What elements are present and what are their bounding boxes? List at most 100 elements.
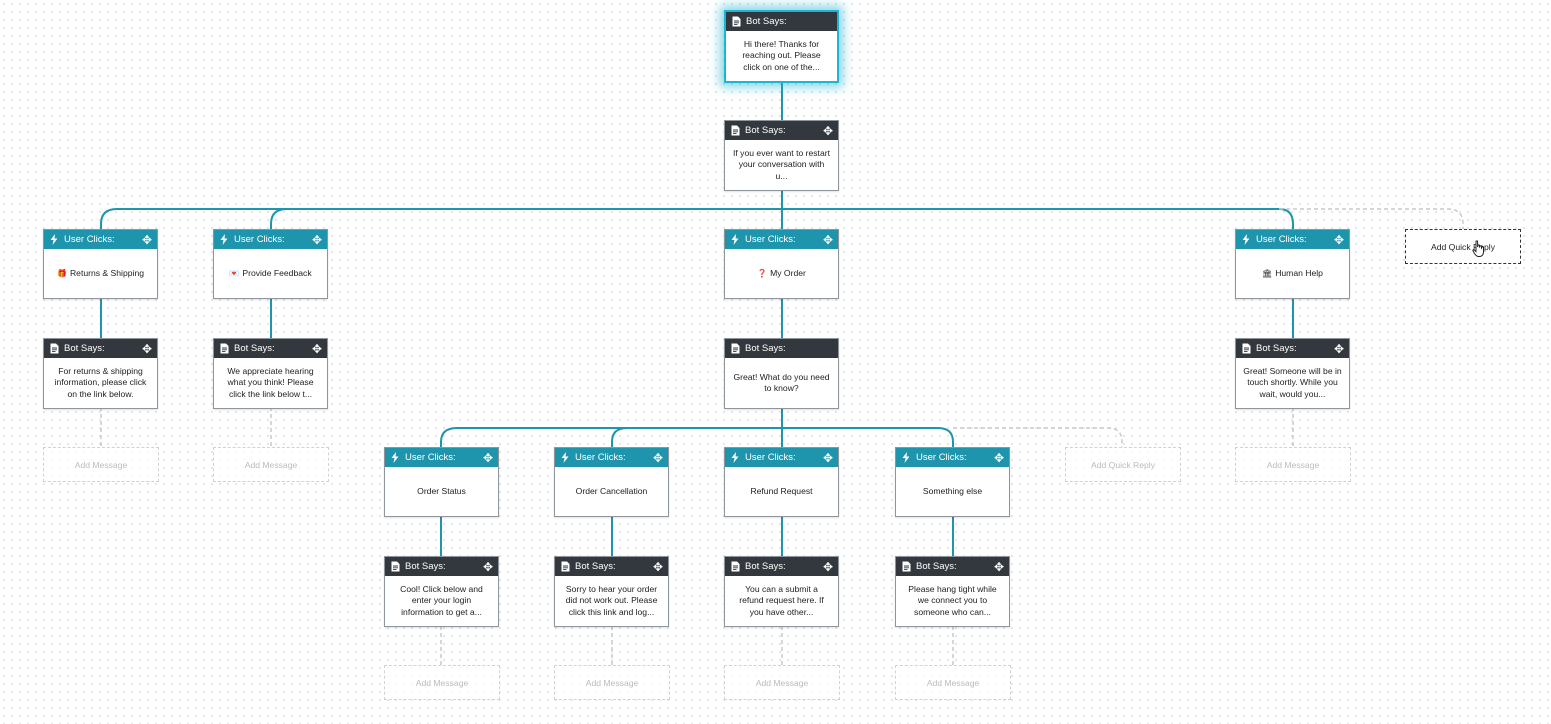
add-message-button[interactable]: Add Message [554, 665, 670, 700]
move-handle-icon[interactable]: ✥ [311, 341, 322, 356]
node-header: User Clicks: ✥ [896, 448, 1009, 467]
document-icon [1241, 343, 1251, 355]
message-text: Sorry to hear your order did not work ou… [565, 583, 658, 617]
node-type-label: User Clicks: [916, 452, 967, 463]
connector-order-branches [440, 407, 954, 447]
quick-reply-order-status[interactable]: User Clicks: ✥ Order Status [384, 447, 499, 517]
quick-reply-label: Order Cancellation [575, 485, 648, 496]
bot-message-restart[interactable]: Bot Says: ✥ If you ever want to restart … [724, 120, 839, 191]
message-text: For returns & shipping information, plea… [54, 365, 147, 399]
node-header: Bot Says: ✥ [44, 339, 157, 358]
bot-message-something-else[interactable]: Bot Says: ✥ Please hang tight while we c… [895, 556, 1010, 627]
bot-message-human-help[interactable]: Bot Says: ✥ Great! Someone will be in to… [1235, 338, 1350, 409]
node-header: Bot Says: ✥ [725, 121, 838, 140]
lightning-icon [49, 234, 59, 246]
bot-message-welcome[interactable]: Bot Says: Hi there! Thanks for reaching … [724, 10, 839, 83]
lightning-icon [560, 452, 570, 464]
move-handle-icon[interactable]: ✥ [1333, 341, 1344, 356]
quick-reply-label: My Order [770, 267, 806, 278]
quick-reply-label: Returns & Shipping [69, 267, 144, 278]
document-icon [730, 561, 740, 573]
document-icon [730, 343, 740, 355]
move-handle-icon[interactable]: ✥ [482, 559, 493, 574]
node-type-label: User Clicks: [1256, 234, 1307, 245]
quick-reply-label: Refund Request [750, 485, 813, 496]
node-type-label: Bot Says: [234, 343, 275, 354]
move-handle-icon[interactable]: ✥ [993, 559, 1004, 574]
bot-message-order-cancellation[interactable]: Bot Says: ✥ Sorry to hear your order did… [554, 556, 669, 627]
lightning-icon [219, 234, 229, 246]
node-type-label: Bot Says: [1256, 343, 1297, 354]
quick-reply-body: 🏛 Human Help [1236, 249, 1349, 298]
quick-reply-label: Human Help [1275, 267, 1323, 278]
bot-message-order-status[interactable]: Bot Says: ✥ Cool! Click below and enter … [384, 556, 499, 627]
add-message-button[interactable]: Add Message [384, 665, 500, 700]
node-header: Bot Says: [726, 12, 837, 31]
node-header: Bot Says: [725, 339, 838, 358]
lightning-icon [730, 452, 740, 464]
quick-reply-something-else[interactable]: User Clicks: ✥ Something else [895, 447, 1010, 517]
quick-reply-returns-shipping[interactable]: User Clicks: ✥ 🎁 Returns & Shipping [43, 229, 158, 299]
node-type-label: Bot Says: [745, 125, 786, 136]
quick-reply-label: Provide Feedback [242, 267, 312, 278]
bot-message-returns[interactable]: Bot Says: ✥ For returns & shipping infor… [43, 338, 158, 409]
document-icon [730, 125, 740, 137]
connector-add-quick-reply-top [1279, 208, 1464, 230]
node-type-label: Bot Says: [575, 561, 616, 572]
question-mark-icon: ❓ [757, 268, 768, 278]
love-letter-icon: 💌 [229, 268, 240, 278]
move-handle-icon[interactable]: ✥ [822, 450, 833, 465]
move-handle-icon[interactable]: ✥ [141, 341, 152, 356]
hand-cursor-icon [1472, 240, 1484, 257]
move-handle-icon[interactable]: ✥ [1333, 232, 1344, 247]
move-handle-icon[interactable]: ✥ [822, 123, 833, 138]
move-handle-icon[interactable]: ✥ [822, 559, 833, 574]
node-type-label: User Clicks: [234, 234, 285, 245]
quick-reply-label: Something else [922, 485, 983, 496]
node-type-label: User Clicks: [64, 234, 115, 245]
node-type-label: Bot Says: [745, 561, 786, 572]
move-handle-icon[interactable]: ✥ [652, 450, 663, 465]
bot-message-refund-request[interactable]: Bot Says: ✥ You can a submit a refund re… [724, 556, 839, 627]
node-type-label: User Clicks: [575, 452, 626, 463]
move-handle-icon[interactable]: ✥ [822, 232, 833, 247]
node-type-label: Bot Says: [64, 343, 105, 354]
lightning-icon [901, 452, 911, 464]
move-handle-icon[interactable]: ✥ [311, 232, 322, 247]
node-type-label: User Clicks: [405, 452, 456, 463]
gift-icon: 🎁 [56, 268, 67, 278]
move-handle-icon[interactable]: ✥ [141, 232, 152, 247]
move-handle-icon[interactable]: ✥ [652, 559, 663, 574]
connector-top-branches [100, 189, 1294, 229]
quick-reply-refund-request[interactable]: User Clicks: ✥ Refund Request [724, 447, 839, 517]
add-quick-reply-button[interactable]: Add Quick Reply [1065, 447, 1181, 482]
quick-reply-human-help[interactable]: User Clicks: ✥ 🏛 Human Help [1235, 229, 1350, 299]
quick-reply-my-order[interactable]: User Clicks: ✥ ❓ My Order [724, 229, 839, 299]
add-message-button[interactable]: Add Message [1235, 447, 1351, 482]
quick-reply-body: ❓ My Order [725, 249, 838, 298]
move-handle-icon[interactable]: ✥ [482, 450, 493, 465]
quick-reply-provide-feedback[interactable]: User Clicks: ✥ 💌 Provide Feedback [213, 229, 328, 299]
node-header: Bot Says: ✥ [896, 557, 1009, 576]
bot-message-feedback[interactable]: Bot Says: ✥ We appreciate hearing what y… [213, 338, 328, 409]
add-message-button[interactable]: Add Message [43, 447, 159, 482]
node-header: Bot Says: ✥ [385, 557, 498, 576]
add-quick-reply-button[interactable]: Add Quick Reply [1405, 229, 1521, 264]
add-message-button[interactable]: Add Message [895, 665, 1011, 700]
quick-reply-body: 🎁 Returns & Shipping [44, 249, 157, 298]
message-text: Great! Someone will be in touch shortly.… [1243, 365, 1342, 399]
lightning-icon [390, 452, 400, 464]
message-text: Cool! Click below and enter your login i… [400, 583, 483, 617]
message-text: Please hang tight while we connect you t… [908, 583, 997, 617]
quick-reply-order-cancellation[interactable]: User Clicks: ✥ Order Cancellation [554, 447, 669, 517]
bot-message-my-order[interactable]: Bot Says: Great! What do you need to kno… [724, 338, 839, 409]
lightning-icon [1241, 234, 1251, 246]
add-message-button[interactable]: Add Message [213, 447, 329, 482]
add-message-button[interactable]: Add Message [724, 665, 840, 700]
move-handle-icon[interactable]: ✥ [993, 450, 1004, 465]
node-type-label: User Clicks: [745, 452, 796, 463]
node-header: User Clicks: ✥ [44, 230, 157, 249]
node-header: User Clicks: ✥ [385, 448, 498, 467]
node-type-label: Bot Says: [916, 561, 957, 572]
